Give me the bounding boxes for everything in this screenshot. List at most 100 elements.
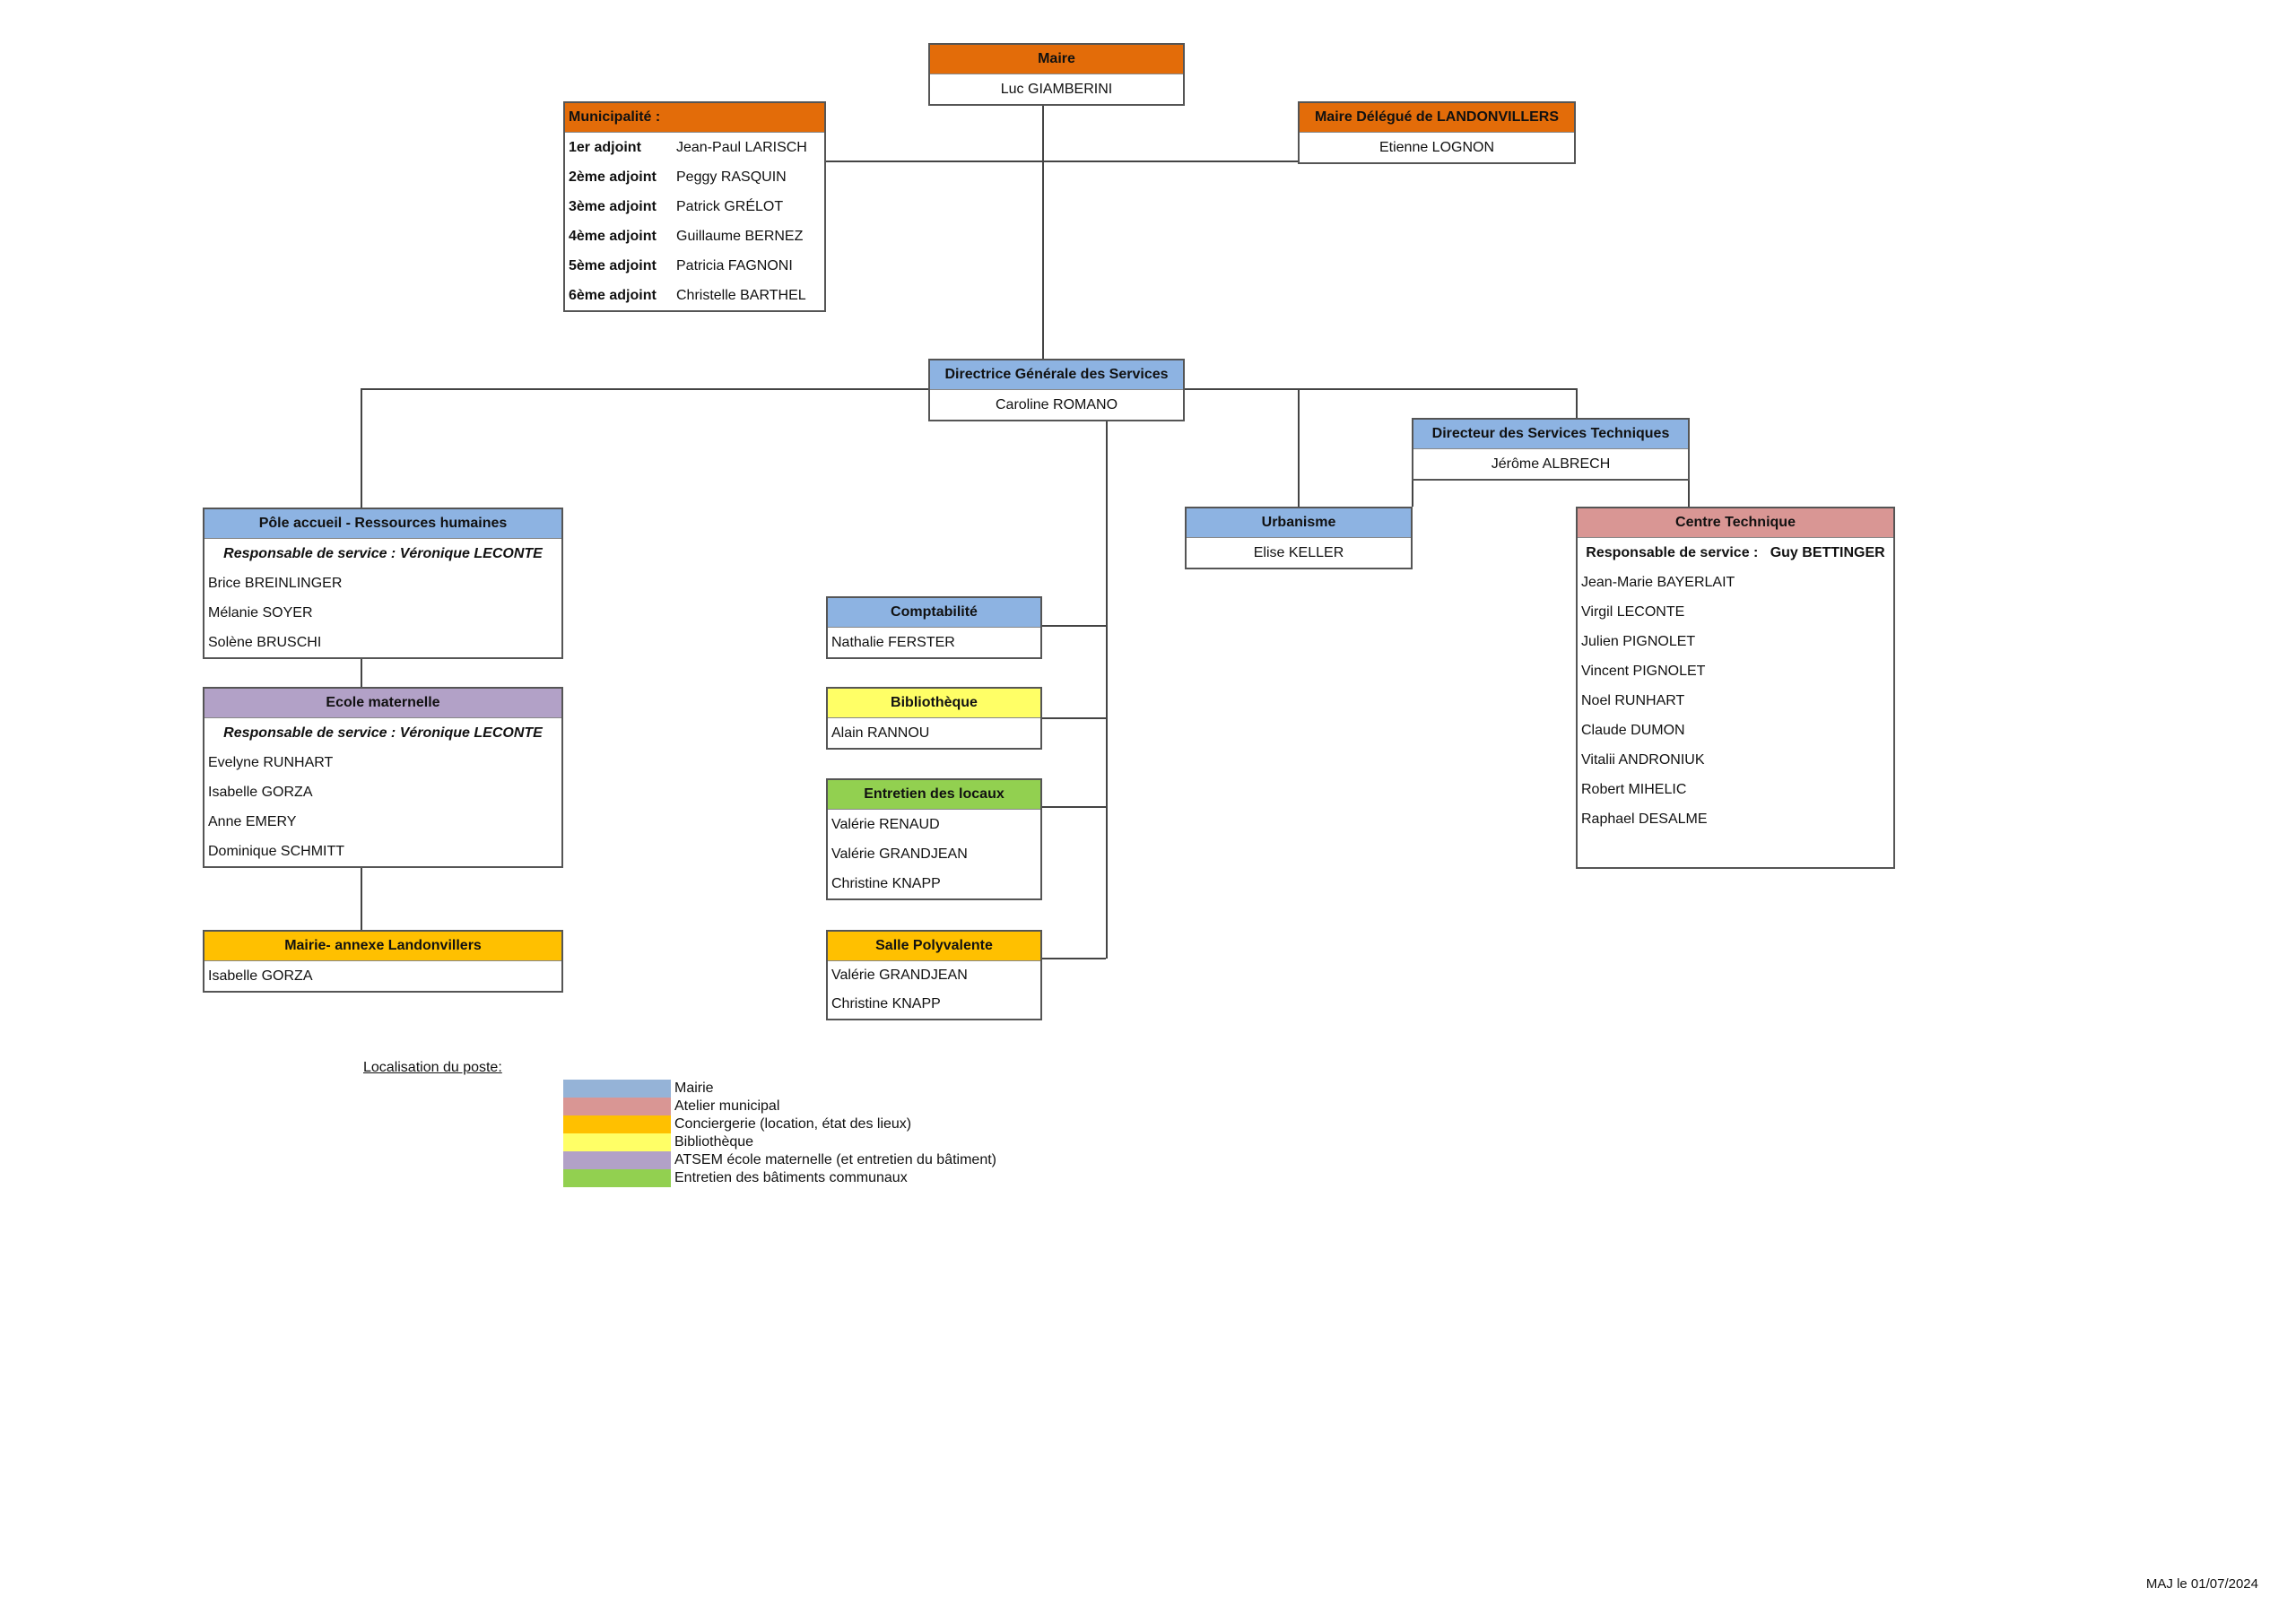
connector <box>1576 388 1578 418</box>
adjoint-row: 6ème adjoint Christelle BARTHEL <box>565 281 824 310</box>
person-name: Vitalii ANDRONIUK <box>1581 752 1705 768</box>
pole-accueil-box: Pôle accueil - Ressources humaines Respo… <box>203 508 563 659</box>
legend-label: Conciergerie (location, état des lieux) <box>674 1116 912 1132</box>
connector <box>361 656 362 687</box>
adjoint-row: 3ème adjoint Patrick GRÉLOT <box>565 192 824 221</box>
adjoint-row: 1er adjoint Jean-Paul LARISCH <box>565 133 824 162</box>
person-name: Brice BREINLINGER <box>208 576 343 591</box>
mairie-annexe-box: Mairie- annexe Landonvillers Isabelle GO… <box>203 930 563 993</box>
person-name: Solène BRUSCHI <box>208 635 322 650</box>
person-name: Julien PIGNOLET <box>1581 634 1696 649</box>
person-name: Valérie GRANDJEAN <box>831 846 968 862</box>
connector <box>1042 958 1106 959</box>
legend-title: Localisation du poste: <box>363 1060 502 1075</box>
person-name: Dominique SCHMITT <box>208 844 345 859</box>
person-name: Valérie RENAUD <box>831 817 940 832</box>
legend-swatch <box>563 1098 671 1115</box>
person-name: Noel RUNHART <box>1581 693 1685 708</box>
role: 1er adjoint <box>569 140 641 155</box>
legend-label: Entretien des bâtiments communaux <box>674 1170 908 1185</box>
person-name: Virgil LECONTE <box>1581 604 1685 620</box>
box-title: Comptabilité <box>828 598 1040 628</box>
connector <box>1688 477 1690 507</box>
legend-label: Atelier municipal <box>674 1098 780 1114</box>
role: 2ème adjoint <box>569 169 657 185</box>
adjoint-row: 4ème adjoint Guillaume BERNEZ <box>565 221 824 251</box>
person-name: Etienne LOGNON <box>1378 140 1495 155</box>
bibliotheque-box: Bibliothèque Alain RANNOU <box>826 687 1042 750</box>
box-title: Municipalité : <box>565 103 824 133</box>
adjoint-row: 5ème adjoint Patricia FAGNONI <box>565 251 824 281</box>
legend-swatch <box>563 1169 671 1187</box>
legend-label: Mairie <box>674 1081 714 1096</box>
person-name: Isabelle GORZA <box>208 968 313 984</box>
box-title: Ecole maternelle <box>204 689 561 718</box>
responsable: Responsable de service : Véronique LECON… <box>223 725 543 741</box>
legend-swatch <box>563 1151 671 1169</box>
salle-polyvalente-box: Salle Polyvalente Valérie GRANDJEAN Chri… <box>826 930 1042 1020</box>
person-name: Patricia FAGNONI <box>676 258 793 273</box>
person-name: Elise KELLER <box>1253 545 1344 560</box>
person-name: Evelyne RUNHART <box>208 755 334 770</box>
box-title: Bibliothèque <box>828 689 1040 718</box>
box-title: Maire Délégué de LANDONVILLERS <box>1300 103 1574 133</box>
legend-swatch <box>563 1133 671 1151</box>
connector <box>1106 418 1108 959</box>
legend-swatch <box>563 1115 671 1133</box>
box-title: Pôle accueil - Ressources humaines <box>204 509 561 539</box>
person-name: Christine KNAPP <box>831 996 941 1011</box>
legend-swatch <box>563 1080 671 1098</box>
responsable: Responsable de service : Guy BETTINGER <box>1586 545 1885 560</box>
box-title: Directeur des Services Techniques <box>1413 420 1688 449</box>
person-name: Anne EMERY <box>208 814 297 829</box>
box-title: Maire <box>930 45 1183 74</box>
box-title: Directrice Générale des Services <box>930 360 1183 390</box>
role: 5ème adjoint <box>569 258 657 273</box>
person-name: Nathalie FERSTER <box>831 635 955 650</box>
box-title: Salle Polyvalente <box>828 932 1040 961</box>
connector <box>1412 477 1413 507</box>
person-name: Valérie GRANDJEAN <box>831 968 968 983</box>
dgs-box: Directrice Générale des Services Carolin… <box>928 359 1185 421</box>
centre-technique-box: Centre Technique Responsable de service … <box>1576 507 1895 869</box>
person-name: Claude DUMON <box>1581 723 1685 738</box>
person-name: Vincent PIGNOLET <box>1581 664 1706 679</box>
person-name: Christine KNAPP <box>831 876 941 891</box>
update-date: MAJ le 01/07/2024 <box>2145 1576 2258 1592</box>
box-title: Centre Technique <box>1578 508 1893 538</box>
connector <box>361 868 362 930</box>
connector <box>1042 101 1044 359</box>
maire-delegue-box: Maire Délégué de LANDONVILLERS Etienne L… <box>1298 101 1576 164</box>
person-name: Guillaume BERNEZ <box>676 229 804 244</box>
person-name: Christelle BARTHEL <box>676 288 806 303</box>
box-title: Urbanisme <box>1187 508 1411 538</box>
person-name: Robert MIHELIC <box>1581 782 1687 797</box>
dst-box: Directeur des Services Techniques Jérôme… <box>1412 418 1690 481</box>
role: 4ème adjoint <box>569 229 657 244</box>
person-name: Isabelle GORZA <box>208 785 313 800</box>
connector <box>1185 388 1577 390</box>
connector <box>361 388 928 390</box>
person-name: Patrick GRÉLOT <box>676 199 784 214</box>
legend-label: ATSEM école maternelle (et entretien du … <box>674 1152 996 1167</box>
ecole-maternelle-box: Ecole maternelle Responsable de service … <box>203 687 563 868</box>
person-name: Raphael DESALME <box>1581 812 1708 827</box>
maire-box: Maire Luc GIAMBERINI <box>928 43 1185 106</box>
person-name: Peggy RASQUIN <box>676 169 787 185</box>
person-name: Jean-Paul LARISCH <box>676 140 807 155</box>
connector <box>1042 625 1106 627</box>
urbanisme-box: Urbanisme Elise KELLER <box>1185 507 1413 569</box>
person-name: Mélanie SOYER <box>208 605 313 621</box>
municipalite-box: Municipalité : 1er adjoint Jean-Paul LARI… <box>563 101 826 312</box>
legend-label: Bibliothèque <box>674 1134 754 1150</box>
connector <box>1042 806 1106 808</box>
connector <box>1298 388 1300 507</box>
person-name: Caroline ROMANO <box>995 397 1118 412</box>
person-name: Alain RANNOU <box>831 725 930 741</box>
connector <box>361 388 362 508</box>
role: 6ème adjoint <box>569 288 657 303</box>
box-title: Entretien des locaux <box>828 780 1040 810</box>
person-name: Jean-Marie BAYERLAIT <box>1581 575 1735 590</box>
role: 3ème adjoint <box>569 199 657 214</box>
